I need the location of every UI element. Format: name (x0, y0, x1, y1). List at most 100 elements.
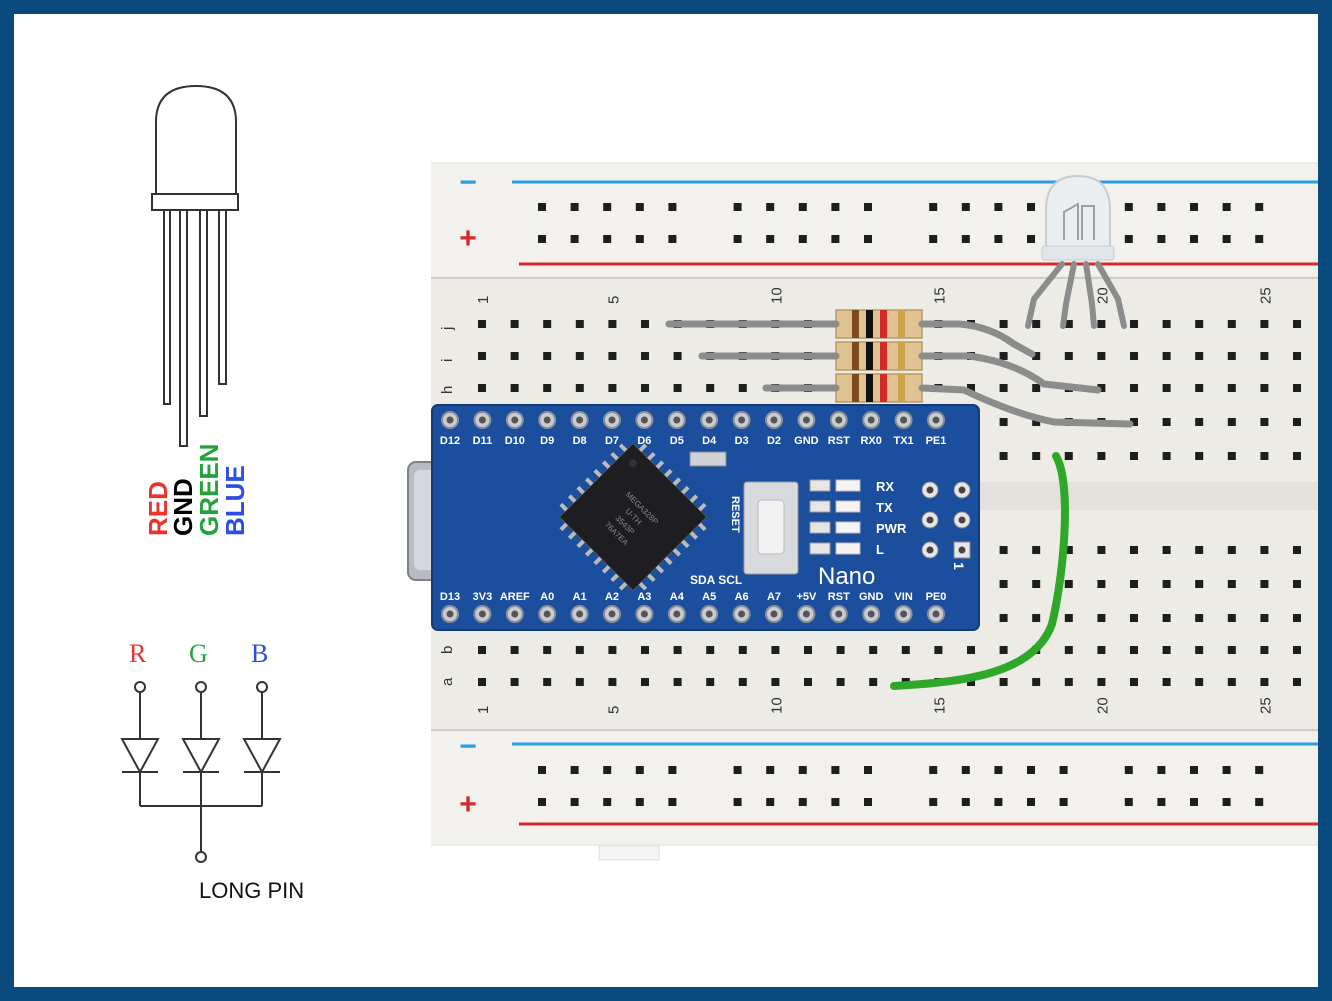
header-number: 1 (951, 562, 967, 570)
breadboard-hole (570, 766, 579, 774)
pin-hole (640, 610, 648, 618)
breadboard-hole (1130, 646, 1138, 654)
pin-hole (802, 416, 810, 424)
pin-label-red: RED (143, 481, 173, 536)
row-letter: i (439, 359, 456, 362)
status-led-resistor (809, 500, 831, 513)
breadboard-hole (673, 678, 682, 686)
crystal (689, 451, 727, 467)
resistor-band (866, 342, 873, 370)
breadboard-hole (738, 678, 747, 686)
column-number-bottom: 10 (768, 697, 785, 714)
breadboard-hole (1124, 203, 1133, 211)
breadboard-hole (1190, 798, 1198, 806)
resistor-body (835, 309, 923, 339)
breadboard-hole (570, 235, 579, 243)
breadboard-hole (1124, 235, 1133, 243)
breadboard-hole (1293, 452, 1301, 460)
column-number-top: 25 (1257, 287, 1274, 304)
wire-green-right (918, 352, 1102, 394)
breadboard-hole (1157, 766, 1166, 774)
icsp-pin-hole (958, 516, 966, 524)
nano-top-pin-label: D3 (735, 435, 749, 447)
breadboard-hole (510, 320, 519, 328)
resistor-band (852, 342, 859, 370)
icsp-pin-hole (926, 516, 934, 524)
nano-bottom-pin-label: +5V (796, 591, 817, 603)
pin-hole (900, 610, 908, 618)
breadboard-hole (864, 766, 872, 774)
breadboard-hole (543, 646, 552, 654)
breadboard-hole (706, 384, 715, 392)
breadboard-hole (831, 203, 840, 211)
breadboard-hole (1130, 418, 1138, 426)
breadboard-hole (1097, 614, 1106, 622)
breadboard-hole (706, 678, 715, 686)
resistor-band (880, 310, 887, 338)
breadboard-hole (1227, 614, 1236, 622)
pin-hole (867, 610, 875, 618)
breadboard-hole (1293, 418, 1301, 426)
nano-top-pin-label: D6 (637, 435, 651, 447)
pin-hole (802, 610, 810, 618)
breadboard-hole (967, 384, 975, 392)
rail-minus-sign: − (459, 730, 477, 763)
rail-minus-sign: − (459, 166, 477, 199)
breadboard-hole (1032, 614, 1041, 622)
breadboard-hole (1162, 352, 1171, 360)
pin-label-blue: BLUE (220, 465, 250, 536)
breadboard-hole (733, 766, 742, 774)
breadboard-hole (1260, 546, 1269, 554)
pin-hole (511, 416, 519, 424)
breadboard-hole (1227, 580, 1236, 588)
breadboard-hole (1255, 235, 1264, 243)
breadboard-hole (836, 678, 845, 686)
breadboard-hole (994, 203, 1003, 211)
microcontroller-chip: MEGA328P U-TH 3543P 76A7EA (558, 442, 708, 592)
pin-hole (446, 610, 454, 618)
status-led (835, 500, 861, 513)
breadboard-hole (1195, 452, 1204, 460)
status-led-label: TX (876, 500, 893, 515)
pin-hole (673, 416, 681, 424)
breadboard-hole (1293, 384, 1301, 392)
status-led (835, 479, 861, 492)
pin-hole (511, 610, 519, 618)
breadboard-hole (1162, 546, 1171, 554)
breadboard-hole (1130, 352, 1138, 360)
breadboard-hole (1162, 580, 1171, 588)
breadboard-hole (1162, 452, 1171, 460)
breadboard-hole (510, 646, 519, 654)
breadboard-hole (668, 766, 677, 774)
breadboard-hole (1064, 580, 1073, 588)
breadboard-hole (1130, 614, 1138, 622)
status-led-label: L (876, 542, 884, 557)
nano-top-pin-label: GND (794, 435, 819, 447)
i2c-label: SDA SCL (690, 573, 742, 587)
reset-button[interactable] (743, 481, 799, 575)
nano-bottom-pin-label: GND (859, 591, 884, 603)
breadboard-hole (1162, 320, 1171, 328)
pin-hole (705, 416, 713, 424)
breadboard-hole (999, 320, 1008, 328)
breadboard-hole (999, 646, 1008, 654)
breadboard-hole (836, 646, 845, 654)
breadboard-hole (1064, 614, 1073, 622)
column-number-bottom: 1 (475, 706, 492, 714)
nano-bottom-pin-label: A0 (540, 591, 554, 603)
rgb-led-schematic: R G B LONG PIN (120, 639, 304, 903)
breadboard-hole (641, 678, 649, 686)
nano-bottom-pin-label: D13 (440, 591, 460, 603)
pin-hole (608, 416, 616, 424)
column-number-top: 10 (768, 287, 785, 304)
breadboard-hole (641, 646, 649, 654)
breadboard-hole (766, 798, 775, 806)
breadboard-hole (510, 352, 519, 360)
breadboard-hole (1130, 678, 1138, 686)
breadboard-hole (1260, 678, 1269, 686)
breadboard-hole (603, 798, 612, 806)
nano-top-pin-label: D10 (505, 435, 525, 447)
breadboard-hole (538, 798, 546, 806)
